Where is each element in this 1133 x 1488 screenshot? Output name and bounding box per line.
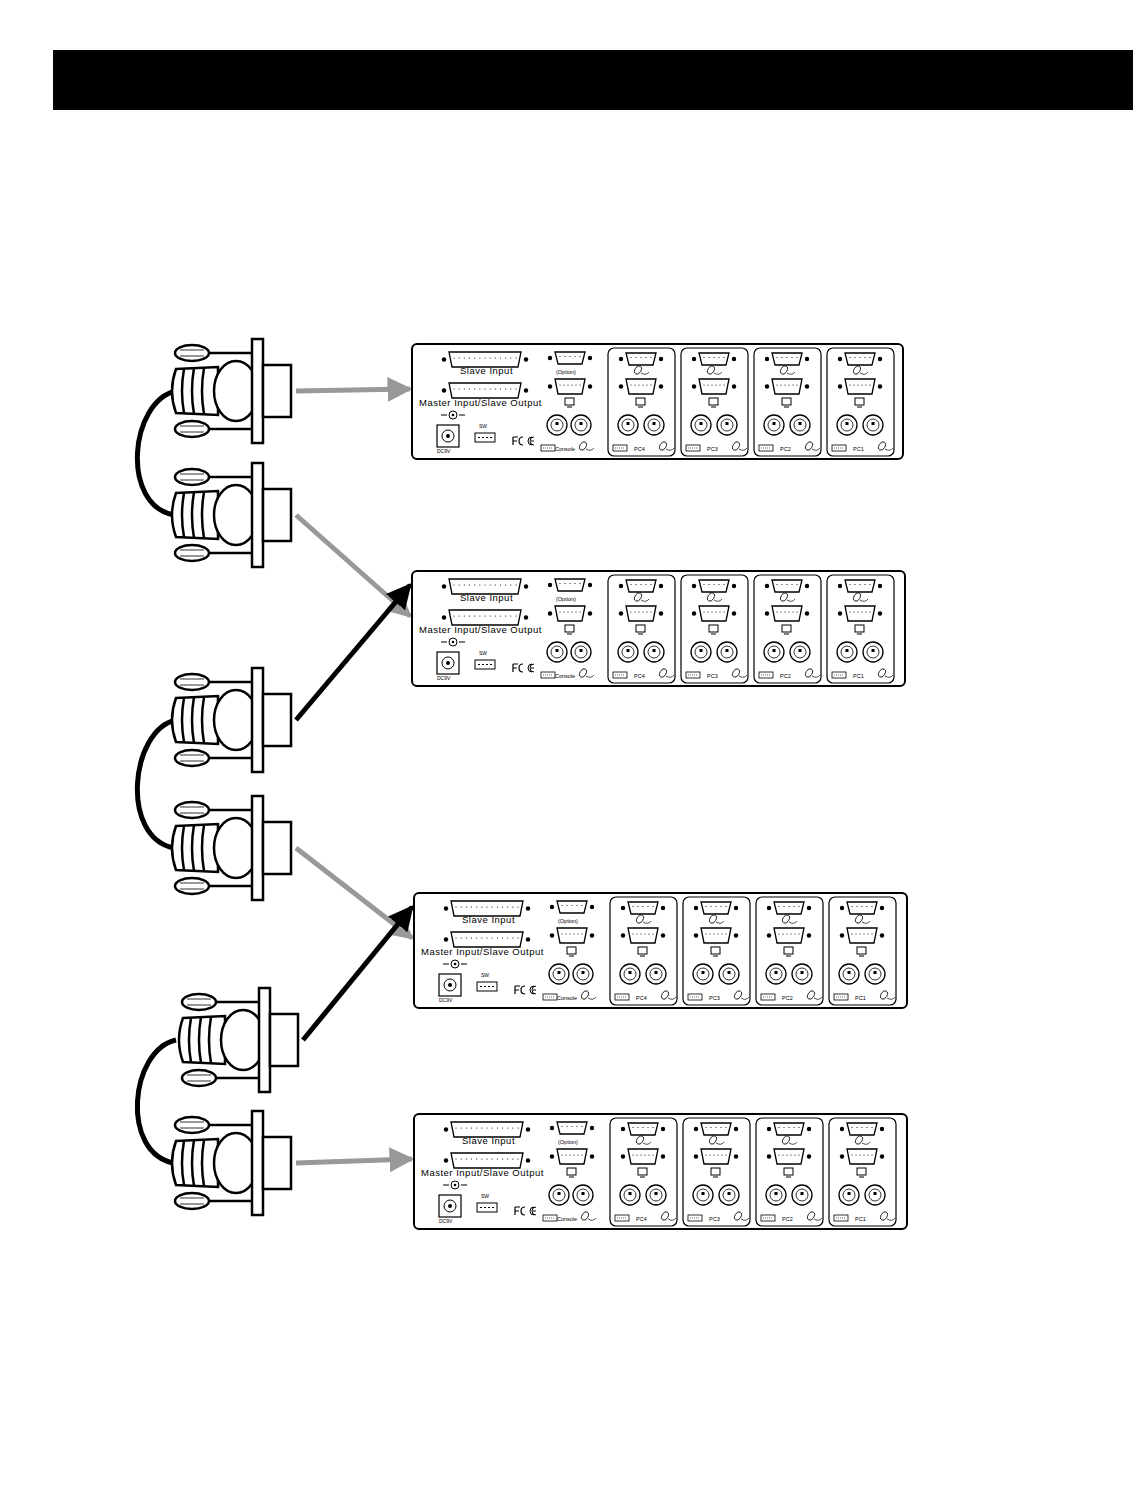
port-label: Slave Input (460, 366, 513, 376)
pc-label: PC4 (634, 446, 645, 452)
pc-label: PC2 (782, 1216, 793, 1222)
port-label: Slave Input (460, 593, 513, 603)
pc-label: PC2 (782, 995, 793, 1001)
port-label: (Option) (556, 369, 576, 375)
port-label: Console (555, 673, 575, 679)
switch-label: SW (481, 973, 489, 979)
cable-arrow (296, 389, 410, 391)
pc-label: PC2 (780, 673, 791, 679)
port-label: (Option) (558, 1139, 578, 1145)
kvm-switch-panel: Slave InputMaster Input/Slave Output (Opt… (413, 892, 908, 1009)
power-label: DC9V (437, 676, 450, 682)
kvm-switch-panel: Slave InputMaster Input/Slave Output (Opt… (413, 1113, 908, 1230)
port-label: Master Input/Slave Output (419, 398, 542, 408)
pc-label: PC4 (634, 673, 645, 679)
port-label: (Option) (556, 596, 576, 602)
cable-arrow (296, 1159, 412, 1163)
pc-label: PC3 (709, 1216, 720, 1222)
port-label: Console (557, 995, 577, 1001)
port-label: Slave Input (462, 915, 515, 925)
port-label: Master Input/Slave Output (421, 1168, 544, 1178)
pc-label: PC4 (636, 1216, 647, 1222)
cable-wire (137, 720, 176, 848)
pc-label: PC1 (855, 995, 866, 1001)
power-label: DC9V (439, 998, 452, 1004)
port-label: Master Input/Slave Output (421, 947, 544, 957)
pc-label: PC4 (636, 995, 647, 1001)
pc-label: PC2 (780, 446, 791, 452)
header-bar (53, 50, 1133, 110)
cable-arrow (296, 515, 410, 616)
port-label: Master Input/Slave Output (419, 625, 542, 635)
port-label: Slave Input (462, 1136, 515, 1146)
pc-label: PC1 (853, 673, 864, 679)
cable-arrow (303, 907, 412, 1040)
switch-label: SW (479, 424, 487, 430)
switch-label: SW (479, 651, 487, 657)
cable-arrow (296, 585, 410, 720)
kvm-switch-panel: Slave InputMaster Input/Slave Output (Opt… (411, 343, 904, 460)
kvm-switch-panel: Slave InputMaster Input/Slave Output (Opt… (411, 570, 906, 687)
pc-label: PC3 (709, 995, 720, 1001)
power-label: DC9V (437, 449, 450, 455)
port-label: Console (557, 1216, 577, 1222)
port-label: Console (555, 446, 575, 452)
pc-label: PC1 (855, 1216, 866, 1222)
port-label: (Option) (558, 918, 578, 924)
cable-wire (137, 1040, 176, 1163)
cable-wire (137, 391, 176, 515)
daisy-chain-cable (137, 585, 412, 938)
pc-label: PC1 (853, 446, 864, 452)
power-label: DC9V (439, 1219, 452, 1225)
switch-label: SW (481, 1194, 489, 1200)
pc-label: PC3 (707, 446, 718, 452)
pc-label: PC3 (707, 673, 718, 679)
